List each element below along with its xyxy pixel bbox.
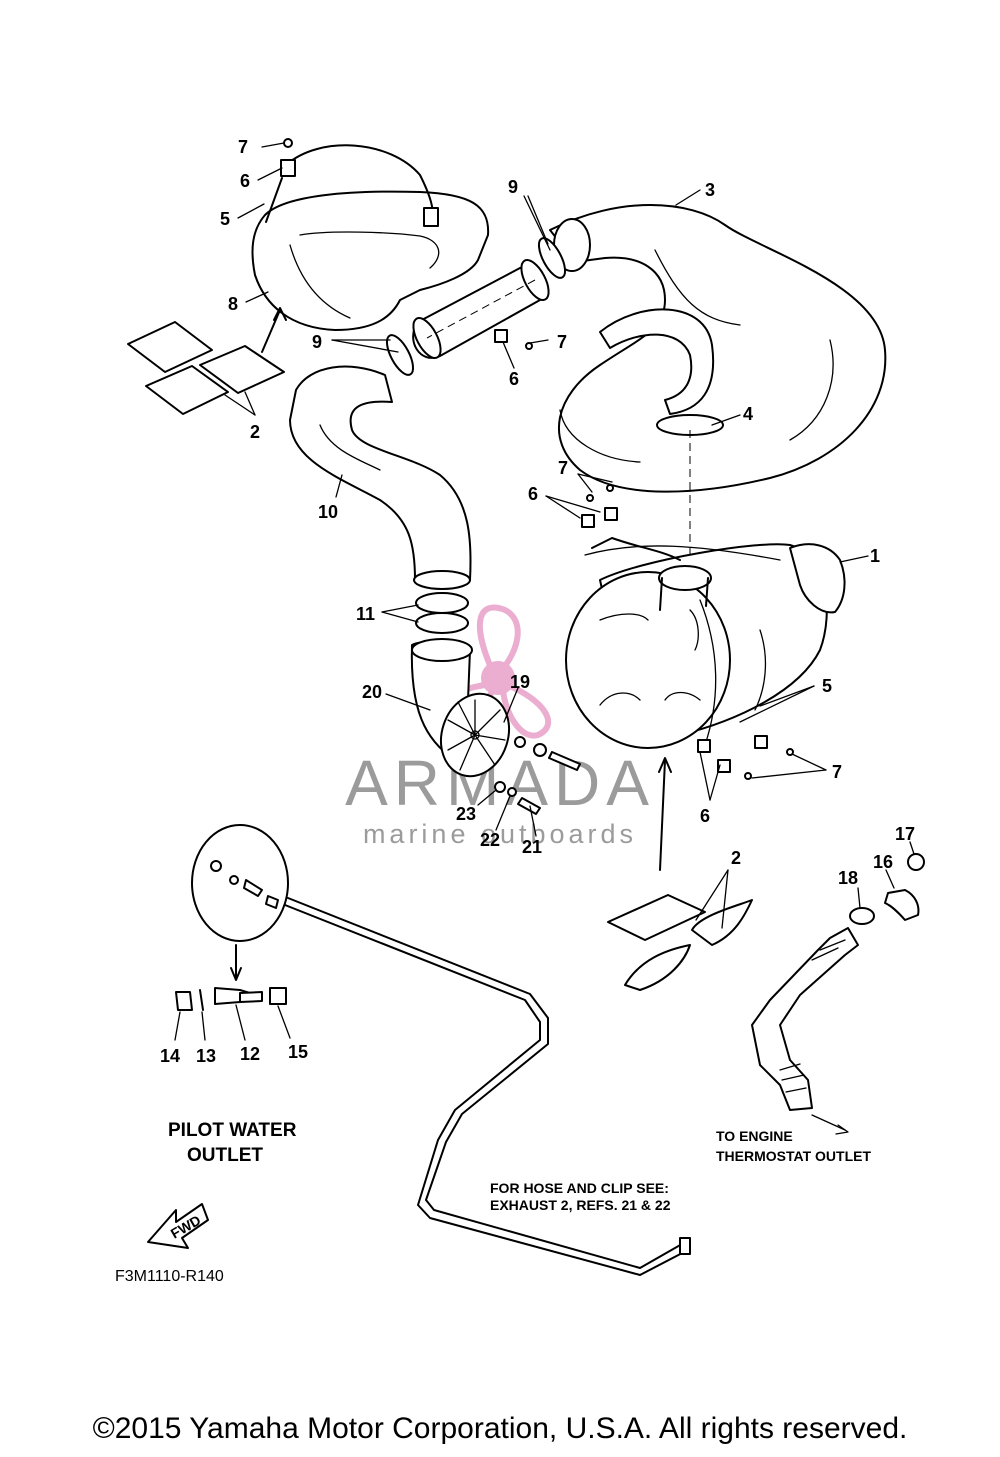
pilot-water-outlet-detail bbox=[174, 824, 691, 1276]
hose-note-line2: EXHAUST 2, REFS. 21 & 22 bbox=[490, 1197, 671, 1213]
callout-11: 11 bbox=[356, 604, 375, 624]
callout-1: 1 bbox=[870, 546, 880, 566]
callout-5: 5 bbox=[822, 676, 832, 696]
callout-labels: 1 2 2 3 4 5 5 6 6 6 6 7 7 7 7 8 9 9 10 1… bbox=[160, 137, 915, 1066]
part-20-elbow-flange bbox=[410, 638, 581, 815]
part-2-pads-left bbox=[127, 307, 287, 416]
pilot-water-label-2: OUTLET bbox=[187, 1145, 263, 1166]
fwd-arrow-icon: FWD bbox=[147, 1203, 209, 1249]
diagram-code: F3M1110-R140 bbox=[115, 1268, 224, 1285]
callout-20: 20 bbox=[362, 682, 382, 702]
exhaust-parts-diagram: ARMADA marine outboards bbox=[115, 137, 925, 1285]
callout-6: 6 bbox=[528, 484, 538, 504]
callout-6: 6 bbox=[509, 369, 519, 389]
part-8-cover bbox=[251, 144, 490, 331]
callout-22: 22 bbox=[480, 830, 500, 850]
callout-10: 10 bbox=[318, 502, 338, 522]
callout-3: 3 bbox=[705, 180, 715, 200]
callout-6: 6 bbox=[240, 171, 250, 191]
hose-note-line1: FOR HOSE AND CLIP SEE: bbox=[490, 1180, 669, 1196]
part-1-muffler bbox=[565, 484, 846, 780]
callout-6: 6 bbox=[700, 806, 710, 826]
pilot-water-label: PILOT WATER bbox=[168, 1120, 297, 1141]
leader-lines bbox=[237, 142, 915, 929]
callout-2: 2 bbox=[250, 422, 260, 442]
callout-7: 7 bbox=[832, 762, 842, 782]
callout-21: 21 bbox=[522, 837, 542, 857]
callout-7: 7 bbox=[238, 137, 248, 157]
alignment-line bbox=[426, 279, 536, 339]
callout-8: 8 bbox=[228, 294, 238, 314]
callout-2: 2 bbox=[731, 848, 741, 868]
callout-19: 19 bbox=[510, 672, 530, 692]
callout-9: 9 bbox=[312, 332, 322, 352]
callout-12: 12 bbox=[240, 1044, 260, 1064]
callout-23: 23 bbox=[456, 804, 476, 824]
part-11-clamps bbox=[415, 592, 469, 634]
callout-15: 15 bbox=[288, 1042, 308, 1062]
callout-4: 4 bbox=[743, 404, 753, 424]
callout-14: 14 bbox=[160, 1046, 180, 1066]
engine-note-line1: TO ENGINE bbox=[716, 1128, 793, 1144]
copyright-notice: ©2015 Yamaha Motor Corporation, U.S.A. A… bbox=[92, 1412, 908, 1445]
callout-16: 16 bbox=[873, 852, 893, 872]
callout-7: 7 bbox=[558, 458, 568, 478]
callout-18: 18 bbox=[838, 868, 858, 888]
part-10-elbow-hose bbox=[289, 365, 472, 590]
thermostat-hose-assembly bbox=[751, 853, 925, 1135]
callout-17: 17 bbox=[895, 824, 915, 844]
engine-note-line2: THERMOSTAT OUTLET bbox=[716, 1148, 871, 1164]
part-6-7-clamp-top bbox=[265, 138, 296, 223]
callout-5: 5 bbox=[220, 209, 230, 229]
callout-9: 9 bbox=[508, 177, 518, 197]
diagram-notes: PILOT WATER OUTLET TO ENGINE THERMOSTAT … bbox=[115, 1120, 871, 1285]
callout-7: 7 bbox=[557, 332, 567, 352]
callout-13: 13 bbox=[196, 1046, 216, 1066]
part-3-exhaust-hose bbox=[549, 204, 887, 493]
